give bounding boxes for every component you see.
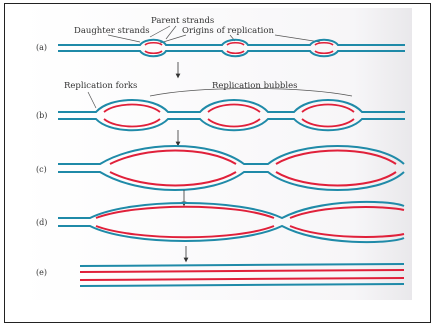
panel-d	[58, 200, 405, 244]
parent-strand-top	[58, 200, 405, 220]
daughter-strand	[103, 118, 161, 128]
panel-letter-d: (d)	[36, 218, 47, 227]
daughter-strand	[226, 50, 245, 55]
label-origins-of-replication: Origins of replication	[182, 26, 274, 36]
daughter-strand	[207, 103, 261, 113]
daughter-strand	[314, 41, 334, 46]
daughter-strand	[207, 118, 261, 128]
daughter-strand	[95, 225, 275, 239]
panel-a	[58, 38, 405, 58]
daughter-strand	[144, 50, 163, 55]
daughter-strand	[103, 103, 161, 113]
daughter-strand	[301, 103, 355, 113]
daughter-strand	[289, 206, 405, 219]
parent-strand-top	[58, 38, 405, 46]
parent-strand-bottom	[58, 224, 405, 244]
parent-strand-bottom	[58, 50, 405, 58]
parent-strand-top	[58, 145, 405, 165]
daughter-strand	[289, 225, 405, 238]
page-background	[20, 8, 412, 300]
parent-strand-bottom	[58, 171, 405, 191]
parent-strand-bottom	[58, 118, 405, 132]
panel-b	[58, 99, 405, 132]
daughter-strand	[79, 277, 405, 281]
panel-letter-a: (a)	[36, 43, 47, 52]
label-replication-forks: Replication forks	[64, 81, 137, 91]
daughter-strand	[226, 41, 245, 46]
daughter-strand	[79, 269, 405, 273]
panel-letter-e: (e)	[36, 268, 47, 277]
label-daughter-strands: Daughter strands	[74, 26, 150, 36]
daughter-strand	[95, 205, 275, 219]
parent-strand	[79, 263, 405, 267]
daughter-strand	[314, 50, 334, 55]
daughter-strand	[109, 149, 237, 165]
panel-e	[79, 263, 405, 287]
leader-parent-strands-2	[165, 25, 177, 40]
leader-replication-forks	[87, 91, 97, 109]
daughter-strand	[275, 171, 397, 187]
label-parent-strands: Parent strands	[151, 16, 214, 26]
parent-strand	[79, 283, 405, 287]
panel-letter-c: (c)	[36, 165, 47, 174]
leader-daughter-strands	[107, 34, 141, 43]
panel-c	[58, 145, 405, 191]
leader-replication-bubbles	[149, 88, 353, 97]
leader-parent-strands-1	[149, 25, 171, 38]
label-replication-bubbles: Replication bubbles	[212, 81, 297, 91]
daughter-strand	[275, 149, 397, 165]
panel-letter-b: (b)	[36, 111, 47, 120]
daughter-strand	[301, 118, 355, 128]
leader-origins-3	[274, 34, 321, 43]
daughter-strand	[144, 41, 163, 46]
parent-strand-top	[58, 99, 405, 113]
daughter-strand	[109, 171, 237, 187]
